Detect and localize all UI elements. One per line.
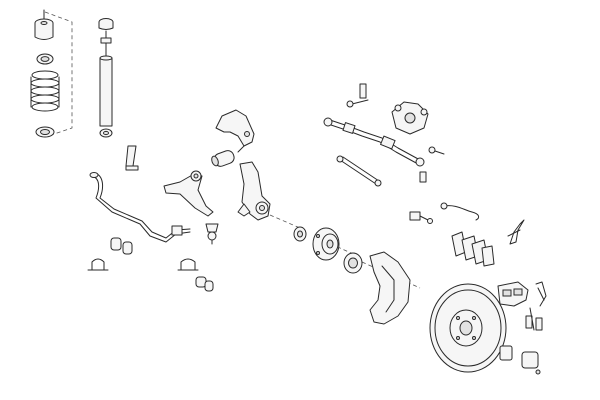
control-arm-bushing xyxy=(211,150,235,167)
wheel-bearing xyxy=(293,226,307,242)
coil-spring xyxy=(30,70,60,112)
steering-damper xyxy=(336,155,382,187)
brake-wear-sensor xyxy=(507,219,525,245)
caliper-spring-clip xyxy=(535,281,547,307)
abs-sensor-cable xyxy=(440,202,480,221)
wheel-bearing xyxy=(343,252,363,274)
brake-dust-shield xyxy=(369,251,411,325)
steering-knuckle xyxy=(237,161,271,221)
tie-rod-end xyxy=(419,146,445,183)
upper-arm-bracket xyxy=(215,109,255,153)
brake-caliper xyxy=(497,281,529,307)
wheel-hub xyxy=(312,227,340,261)
ball-joint xyxy=(205,223,219,245)
strut-top-mount xyxy=(34,9,54,40)
caliper-mounting-kit xyxy=(499,307,543,375)
control-arm xyxy=(163,170,214,217)
assembly-guide-lines xyxy=(44,11,421,289)
stabilizer-bushing xyxy=(195,276,214,292)
tie-rod-assembly xyxy=(323,117,425,167)
brake-disc xyxy=(429,283,507,373)
stabilizer-clamp xyxy=(87,258,199,271)
brake-pads xyxy=(451,231,495,267)
power-steering-pump xyxy=(391,101,429,135)
stabilizer-link-bracket xyxy=(125,145,139,171)
abs-sensor-cable xyxy=(409,211,433,224)
spring-upper-seat xyxy=(36,53,54,65)
tie-rod-end xyxy=(346,83,369,108)
spring-lower-seat xyxy=(35,126,55,138)
stabilizer-bushing xyxy=(110,237,133,255)
shock-absorber xyxy=(98,18,114,138)
stabilizer-bar xyxy=(89,172,191,243)
